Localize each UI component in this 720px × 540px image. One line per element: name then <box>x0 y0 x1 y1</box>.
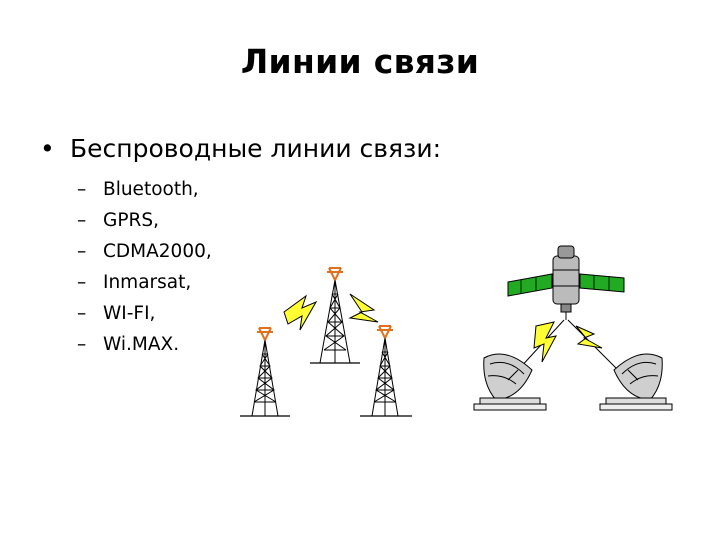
wireless-tech-list: –Bluetooth, –GPRS, –CDMA2000, –Inmarsat,… <box>77 176 212 362</box>
list-item-text: CDMA2000, <box>103 241 212 262</box>
list-item-text: WI-FI, <box>103 303 156 324</box>
list-item-text: Wi.MAX. <box>103 334 180 355</box>
list-item: –GPRS, <box>77 207 212 238</box>
list-item-text: Inmarsat, <box>103 272 192 293</box>
list-item: –Wi.MAX. <box>77 331 212 362</box>
satellite-dishes-icon <box>473 245 673 411</box>
radio-towers-icon <box>240 267 412 417</box>
dash-marker: – <box>77 241 87 262</box>
slide-title: Линии связи <box>240 42 480 81</box>
list-item-text: GPRS, <box>103 210 159 231</box>
list-item: –CDMA2000, <box>77 238 212 269</box>
dash-marker: – <box>77 179 87 200</box>
bullet-marker: • <box>40 134 55 163</box>
main-bullet: • Беспроводные линии связи: <box>40 134 441 163</box>
list-item-text: Bluetooth, <box>103 179 199 200</box>
dash-marker: – <box>77 334 87 355</box>
dash-marker: – <box>77 272 87 293</box>
dash-marker: – <box>77 303 87 324</box>
list-item: –Bluetooth, <box>77 176 212 207</box>
dash-marker: – <box>77 210 87 231</box>
list-item: –WI-FI, <box>77 300 212 331</box>
list-item: –Inmarsat, <box>77 269 212 300</box>
main-bullet-text: Беспроводные линии связи: <box>70 134 442 163</box>
